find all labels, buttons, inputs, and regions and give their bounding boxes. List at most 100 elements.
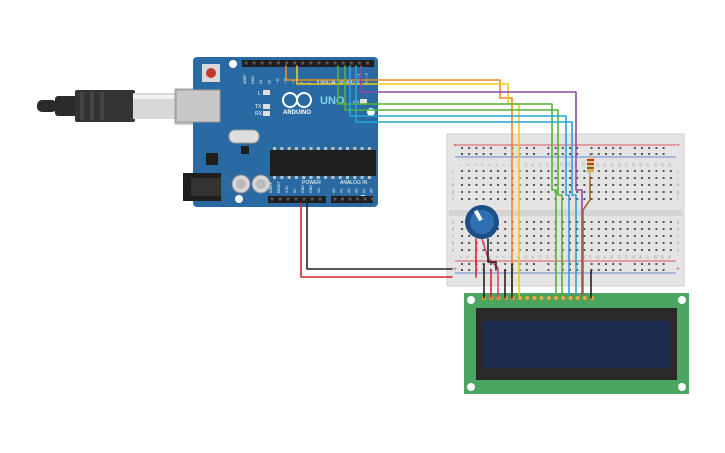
breadboard-hole[interactable] xyxy=(648,177,651,179)
breadboard-hole[interactable] xyxy=(461,235,463,237)
breadboard-hole[interactable] xyxy=(533,249,535,251)
breadboard-hole[interactable] xyxy=(655,177,658,179)
breadboard-hole[interactable] xyxy=(641,221,643,223)
rail-hole[interactable] xyxy=(504,147,507,149)
breadboard-hole[interactable] xyxy=(590,177,593,179)
rail-hole[interactable] xyxy=(662,153,665,155)
breadboard-hole[interactable] xyxy=(497,235,499,237)
rail-hole[interactable] xyxy=(612,269,615,271)
breadboard-hole[interactable] xyxy=(561,191,564,193)
header-pin[interactable] xyxy=(348,197,352,201)
rail-hole[interactable] xyxy=(547,269,550,271)
breadboard-hole[interactable] xyxy=(669,177,672,179)
breadboard-hole[interactable] xyxy=(641,235,643,237)
breadboard-hole[interactable] xyxy=(626,249,629,251)
rail-hole[interactable] xyxy=(633,153,636,155)
breadboard-hole[interactable] xyxy=(547,191,550,193)
breadboard-hole[interactable] xyxy=(497,242,499,244)
rail-hole[interactable] xyxy=(533,147,535,149)
rail-hole[interactable] xyxy=(468,269,471,271)
breadboard-hole[interactable] xyxy=(525,184,528,186)
breadboard-hole[interactable] xyxy=(605,170,607,172)
breadboard-hole[interactable] xyxy=(662,177,665,179)
rail-hole[interactable] xyxy=(576,263,579,265)
breadboard-hole[interactable] xyxy=(641,184,643,186)
breadboard-hole[interactable] xyxy=(626,235,629,237)
rail-hole[interactable] xyxy=(504,263,507,265)
rail-hole[interactable] xyxy=(662,269,665,271)
rail-hole[interactable] xyxy=(619,147,622,149)
rail-hole[interactable] xyxy=(655,153,658,155)
lcd-pin[interactable] xyxy=(560,295,566,301)
breadboard-hole[interactable] xyxy=(482,191,485,193)
rail-hole[interactable] xyxy=(619,153,622,155)
breadboard-hole[interactable] xyxy=(504,242,507,244)
breadboard-hole[interactable] xyxy=(504,184,507,186)
header-pin[interactable] xyxy=(366,61,369,65)
breadboard-hole[interactable] xyxy=(489,184,492,186)
rail-hole[interactable] xyxy=(619,269,622,271)
breadboard-hole[interactable] xyxy=(468,191,471,193)
rail-hole[interactable] xyxy=(569,147,571,149)
breadboard-hole[interactable] xyxy=(669,221,672,223)
rail-hole[interactable] xyxy=(641,269,643,271)
breadboard-hole[interactable] xyxy=(633,177,636,179)
breadboard-hole[interactable] xyxy=(576,235,579,237)
breadboard-hole[interactable] xyxy=(547,184,550,186)
breadboard-hole[interactable] xyxy=(583,177,586,179)
breadboard-hole[interactable] xyxy=(605,235,607,237)
header-pin[interactable] xyxy=(333,61,337,65)
breadboard-hole[interactable] xyxy=(533,242,535,244)
breadboard-hole[interactable] xyxy=(533,170,535,172)
breadboard-hole[interactable] xyxy=(583,242,586,244)
breadboard-hole[interactable] xyxy=(475,177,478,179)
header-pin[interactable] xyxy=(357,61,361,65)
header-pin[interactable] xyxy=(293,61,297,65)
breadboard-hole[interactable] xyxy=(525,242,528,244)
breadboard-hole[interactable] xyxy=(648,170,651,172)
breadboard-hole[interactable] xyxy=(475,198,478,200)
breadboard-hole[interactable] xyxy=(461,198,463,200)
rail-hole[interactable] xyxy=(525,153,528,155)
rail-hole[interactable] xyxy=(605,153,607,155)
breadboard-hole[interactable] xyxy=(461,221,463,223)
breadboard-hole[interactable] xyxy=(576,177,579,179)
breadboard-hole[interactable] xyxy=(655,235,658,237)
rail-hole[interactable] xyxy=(569,263,571,265)
breadboard-hole[interactable] xyxy=(612,242,615,244)
header-pin[interactable] xyxy=(286,197,290,201)
breadboard-hole[interactable] xyxy=(569,249,571,251)
breadboard-hole[interactable] xyxy=(525,221,528,223)
rail-hole[interactable] xyxy=(633,269,636,271)
breadboard-hole[interactable] xyxy=(605,221,607,223)
breadboard-hole[interactable] xyxy=(504,235,507,237)
breadboard-hole[interactable] xyxy=(525,228,528,230)
breadboard-hole[interactable] xyxy=(525,170,528,172)
rail-hole[interactable] xyxy=(554,147,557,149)
breadboard-hole[interactable] xyxy=(461,170,463,172)
rail-hole[interactable] xyxy=(489,147,492,149)
breadboard-hole[interactable] xyxy=(583,198,586,200)
breadboard-hole[interactable] xyxy=(655,184,658,186)
breadboard-hole[interactable] xyxy=(468,235,471,237)
breadboard-hole[interactable] xyxy=(468,242,471,244)
breadboard-hole[interactable] xyxy=(612,184,615,186)
breadboard-hole[interactable] xyxy=(641,170,643,172)
breadboard-hole[interactable] xyxy=(648,198,651,200)
breadboard-hole[interactable] xyxy=(583,235,586,237)
breadboard-hole[interactable] xyxy=(669,249,672,251)
rail-hole[interactable] xyxy=(525,269,528,271)
breadboard-hole[interactable] xyxy=(633,221,636,223)
breadboard-hole[interactable] xyxy=(475,184,478,186)
rail-hole[interactable] xyxy=(590,263,593,265)
breadboard-hole[interactable] xyxy=(468,177,471,179)
breadboard-hole[interactable] xyxy=(482,184,485,186)
breadboard-hole[interactable] xyxy=(633,235,636,237)
breadboard-hole[interactable] xyxy=(554,170,557,172)
breadboard-hole[interactable] xyxy=(605,249,607,251)
header-pin[interactable] xyxy=(325,61,329,65)
breadboard-hole[interactable] xyxy=(590,198,593,200)
breadboard-hole[interactable] xyxy=(633,170,636,172)
rail-hole[interactable] xyxy=(547,147,550,149)
breadboard-hole[interactable] xyxy=(612,235,615,237)
